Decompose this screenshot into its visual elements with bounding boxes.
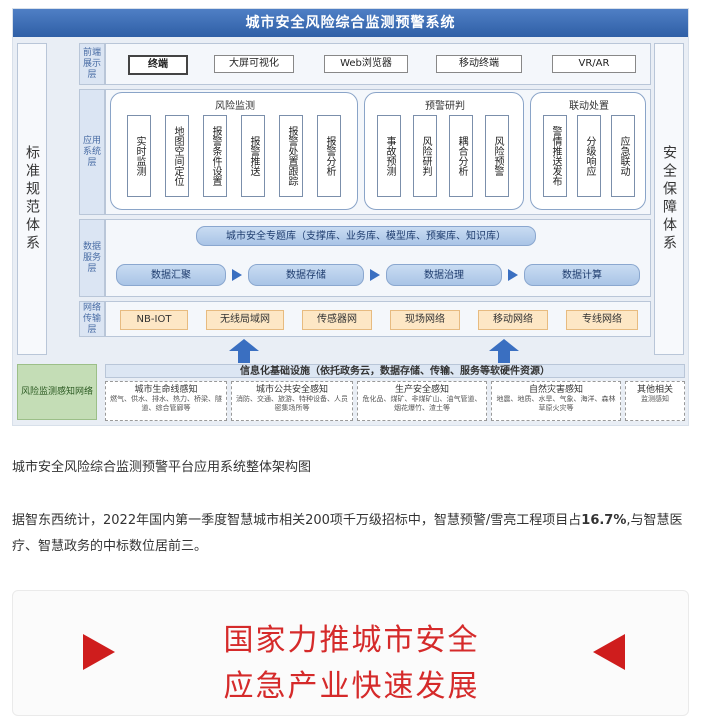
figure-caption: 城市安全风险综合监测预警平台应用系统整体架构图 (12, 460, 312, 475)
data-aggregation: 数据汇聚 (116, 264, 226, 286)
standards-system-label: 标准规范体系 (17, 43, 47, 355)
item-realtime-monitoring: 实时监测 (127, 115, 151, 197)
sense-group-other: 其他相关 监测感知 (625, 381, 685, 421)
up-arrow-icon (229, 339, 259, 363)
architecture-diagram: 城市安全风险综合监测预警系统 标准规范体系 安全保障体系 前端展示层 终端 大屏… (12, 8, 689, 426)
frontend-item-mobile: 移动终端 (436, 55, 522, 73)
left-triangle-icon (593, 634, 625, 670)
frontend-item-vrar: VR/AR (552, 55, 636, 73)
linkage-disposal-group: 联动处置 警情推送发布 分级响应 应急联动 (530, 92, 646, 210)
data-layer-label: 数据服务层 (79, 219, 105, 297)
item-alert-publish: 警情推送发布 (543, 115, 567, 197)
warning-judgment-title: 预警研判 (425, 101, 465, 112)
banner-line-1: 国家力推城市安全 (223, 623, 480, 658)
right-arrow-icon (370, 269, 380, 281)
net-nbiot: NB-IOT (120, 310, 188, 330)
highlight-percentage: 16.7% (581, 513, 627, 528)
network-layer: NB-IOT 无线局域网 传感器网 现场网络 移动网络 专线网络 (105, 301, 651, 337)
sense-group-lifeline: 城市生命线感知 燃气、供水、排水、热力、桥梁、隧道、综合管廊等 (105, 381, 227, 421)
data-computing: 数据计算 (524, 264, 640, 286)
security-system-label: 安全保障体系 (654, 43, 684, 355)
net-dedicated: 专线网络 (566, 310, 638, 330)
sense-items: 地震、地质、水旱、气象、海洋、森林草原火灾等 (496, 395, 616, 412)
sense-title: 生产安全感知 (394, 385, 449, 395)
sense-items: 监测感知 (641, 395, 669, 403)
paragraph-text: 据智东西统计，2022年国内第一季度智慧城市相关200项千万级招标中，智慧预警/… (12, 513, 582, 528)
item-alarm-push: 报警推送 (241, 115, 265, 197)
sense-items: 燃气、供水、排水、热力、桥梁、隧道、综合管廊等 (110, 395, 222, 412)
item-risk-warning: 风险预警 (485, 115, 509, 197)
item-risk-judgment: 风险研判 (413, 115, 437, 197)
banner-line-2: 应急产业快速发展 (223, 669, 480, 704)
frontend-item-terminal: 终端 (128, 55, 188, 75)
right-arrow-icon (232, 269, 242, 281)
data-layer: 城市安全专题库（支撑库、业务库、模型库、预案库、知识库） 数据汇聚 数据存储 数… (105, 219, 651, 297)
data-governance: 数据治理 (386, 264, 502, 286)
net-wlan: 无线局域网 (206, 310, 284, 330)
network-layer-label: 网络传输层 (79, 301, 105, 337)
linkage-disposal-title: 联动处置 (569, 101, 609, 112)
diagram-title: 城市安全风险综合监测预警系统 (13, 9, 688, 37)
item-coupling-analysis: 耦合分析 (449, 115, 473, 197)
frontend-item-bigscreen: 大屏可视化 (214, 55, 294, 73)
paragraph-text: ,与智慧医疗、智慧政务的中标数位居前三。 (12, 513, 683, 554)
sense-items: 消防、交通、旅游、特种设备、人员密集场所等 (236, 395, 348, 412)
sense-group-production: 生产安全感知 危化品、煤矿、非煤矿山、油气管道、烟花爆竹、渣土等 (357, 381, 487, 421)
right-arrow-icon (508, 269, 518, 281)
sense-group-natural-disaster: 自然灾害感知 地震、地质、水旱、气象、海洋、森林草原火灾等 (491, 381, 621, 421)
frontend-layer: 终端 大屏可视化 Web浏览器 移动终端 VR/AR (105, 43, 651, 85)
sense-title: 自然灾害感知 (528, 385, 583, 395)
application-layer-label: 应用系统层 (79, 89, 105, 215)
section-banner: 国家力推城市安全 应急产业快速发展 (12, 590, 689, 716)
item-emergency-linkage: 应急联动 (611, 115, 635, 197)
infrastructure-bar: 信息化基础设施（依托政务云，数据存储、传输、服务等软硬件资源） (105, 364, 685, 378)
risk-monitoring-title: 风险监测 (215, 101, 255, 112)
sense-items: 危化品、煤矿、非煤矿山、油气管道、烟花爆竹、渣土等 (362, 395, 482, 412)
sense-title: 城市公共安全感知 (255, 385, 328, 395)
item-graded-response: 分级响应 (577, 115, 601, 197)
item-accident-prediction: 事故预测 (377, 115, 401, 197)
application-layer: 风险监测 实时监测 地图空间定位 报警条件设置 报警推送 报警处置跟踪 报警分析… (105, 89, 651, 215)
frontend-layer-label: 前端展示层 (79, 43, 105, 85)
net-mobile: 移动网络 (478, 310, 548, 330)
item-alarm-analysis: 报警分析 (317, 115, 341, 197)
item-alarm-condition: 报警条件设置 (203, 115, 227, 197)
article-paragraph: 据智东西统计，2022年国内第一季度智慧城市相关200项千万级招标中，智慧预警/… (12, 508, 692, 560)
right-triangle-icon (83, 634, 115, 670)
sense-title: 其他相关 (636, 385, 673, 395)
net-sensor: 传感器网 (302, 310, 372, 330)
data-storage: 数据存储 (248, 264, 364, 286)
topic-library: 城市安全专题库（支撑库、业务库、模型库、预案库、知识库） (196, 226, 536, 246)
net-onsite: 现场网络 (390, 310, 460, 330)
risk-monitoring-group: 风险监测 实时监测 地图空间定位 报警条件设置 报警推送 报警处置跟踪 报警分析 (110, 92, 358, 210)
sense-group-public-safety: 城市公共安全感知 消防、交通、旅游、特种设备、人员密集场所等 (231, 381, 353, 421)
item-map-location: 地图空间定位 (165, 115, 189, 197)
item-alarm-tracking: 报警处置跟踪 (279, 115, 303, 197)
frontend-item-web: Web浏览器 (324, 55, 408, 73)
sense-title: 城市生命线感知 (134, 385, 198, 395)
warning-judgment-group: 预警研判 事故预测 风险研判 耦合分析 风险预警 (364, 92, 524, 210)
perception-layer-label: 风险监测感知网络 (17, 364, 97, 420)
up-arrow-icon (489, 339, 519, 363)
